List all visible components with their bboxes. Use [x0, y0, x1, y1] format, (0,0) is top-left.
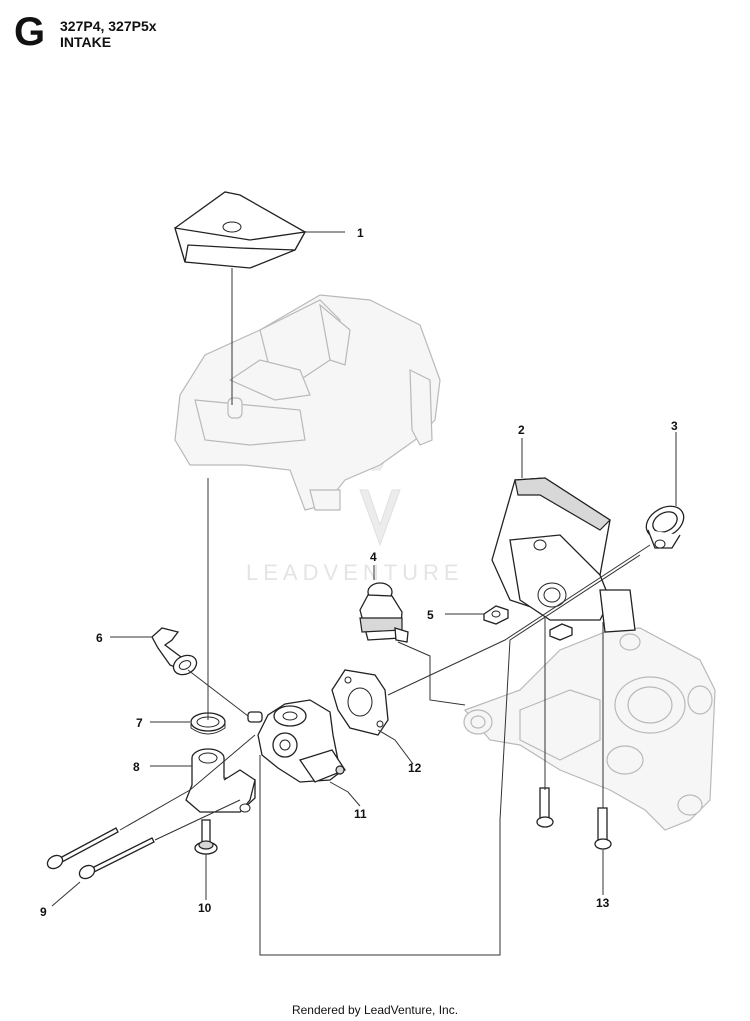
- part-11-carburetor: [247, 699, 346, 783]
- leadventure-watermark: LEADVENTURE: [246, 424, 464, 585]
- callout-10: 10: [198, 901, 212, 915]
- callout-7: 7: [136, 716, 143, 730]
- model-numbers: 327P4, 327P5x: [60, 18, 157, 34]
- leader-lines: [51, 231, 677, 956]
- part-13-bolts: [536, 787, 612, 850]
- callout-8: 8: [133, 760, 140, 774]
- part-9-bolts: [46, 827, 155, 880]
- watermark-text: LEADVENTURE: [246, 560, 464, 585]
- callout-12: 12: [408, 761, 422, 775]
- engine-cover-ghost: [174, 294, 441, 511]
- callout-13: 13: [596, 896, 610, 910]
- part-10-screw: [194, 819, 218, 855]
- crankcase-ghost: [463, 627, 716, 831]
- part-3-intake-boot: [645, 505, 685, 549]
- callout-11: 11: [354, 807, 367, 821]
- diagram-title: INTAKE: [60, 34, 112, 50]
- callout-4: 4: [370, 550, 377, 564]
- part-8-intake-adapter: [185, 748, 256, 813]
- callout-1: 1: [357, 226, 364, 240]
- callout-6: 6: [96, 631, 103, 645]
- part-6-lever: [151, 627, 198, 676]
- footer-credit: Rendered by LeadVenture, Inc.: [291, 1003, 459, 1017]
- callout-2: 2: [518, 423, 525, 437]
- part-1-air-filter: [174, 191, 307, 269]
- part-5-nut: [483, 605, 573, 641]
- part-7-gasket: [190, 712, 226, 735]
- callout-5: 5: [427, 608, 434, 622]
- callout-9: 9: [40, 905, 47, 919]
- part-12-gasket: [331, 669, 389, 736]
- part-4-primer-bulb: [359, 582, 409, 643]
- part-2-intake-bracket: [491, 477, 636, 633]
- callout-3: 3: [671, 419, 678, 433]
- callout-labels: 1 2 3 4 5 6 7 8 9 10 11 12 13: [40, 226, 678, 919]
- section-letter: G: [14, 10, 46, 54]
